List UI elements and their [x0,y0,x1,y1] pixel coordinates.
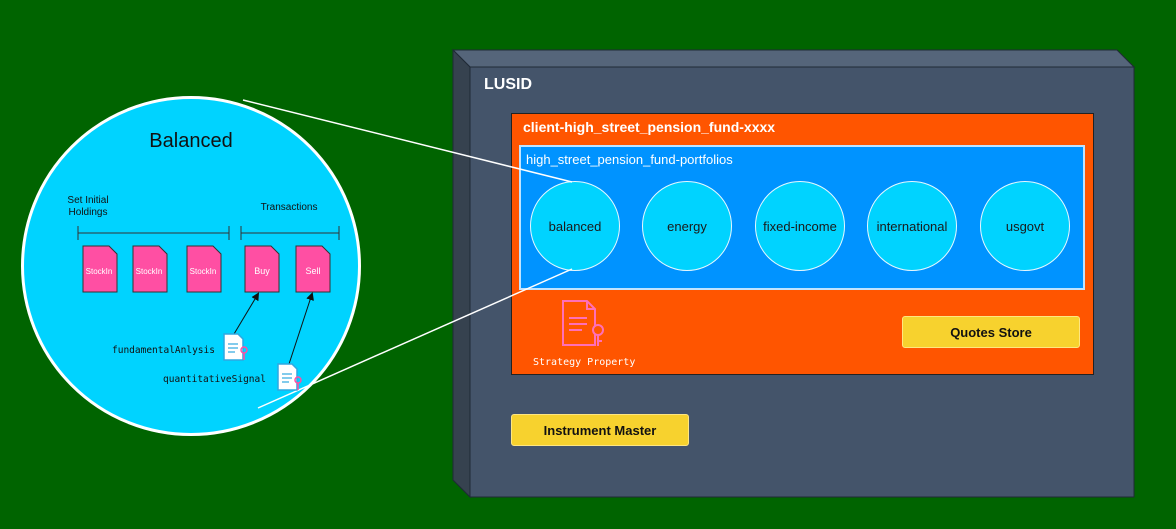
sell-label: Sell [305,266,321,276]
stockin-doc-1 [82,245,118,293]
portfolios-group-title: high_street_pension_fund-portfolios [526,152,733,167]
fundamental-property-icon [223,333,248,361]
transactions-label: Transactions [260,202,318,213]
portfolio-usgovt[interactable]: usgovt [980,181,1070,271]
stockin-label-1: StockIn [85,266,113,276]
arrow-quant-to-sell [288,292,314,365]
client-scope-title: client-high_street_pension_fund-xxxx [523,119,776,135]
buy-label: Buy [254,266,270,276]
portfolio-international[interactable]: international [867,181,957,271]
stockin-label-3: StockIn [189,266,217,276]
zoom-title: Balanced [149,130,233,152]
lusid-title: LUSID [484,76,532,93]
strategy-property-label: Strategy Property [533,357,636,368]
buy-doc [244,245,280,293]
portfolio-balanced[interactable]: balanced [530,181,620,271]
stockin-doc-2 [132,245,168,293]
quantitative-property-icon [277,363,302,391]
sell-doc [295,245,331,293]
fundamental-analysis-label: fundamentalAnlysis [112,345,215,356]
quotes-store-box[interactable]: Quotes Store [902,316,1080,348]
instrument-master-box[interactable]: Instrument Master [511,414,689,446]
arrow-fundamental-to-buy [233,292,260,335]
stockin-label-2: StockIn [135,266,163,276]
portfolio-energy[interactable]: energy [642,181,732,271]
quantitative-signal-label: quantitativeSignal [163,374,266,385]
portfolio-fixed-income[interactable]: fixed-income [755,181,845,271]
holdings-label: Set Initial Holdings [67,195,109,218]
stockin-doc-3 [186,245,222,293]
